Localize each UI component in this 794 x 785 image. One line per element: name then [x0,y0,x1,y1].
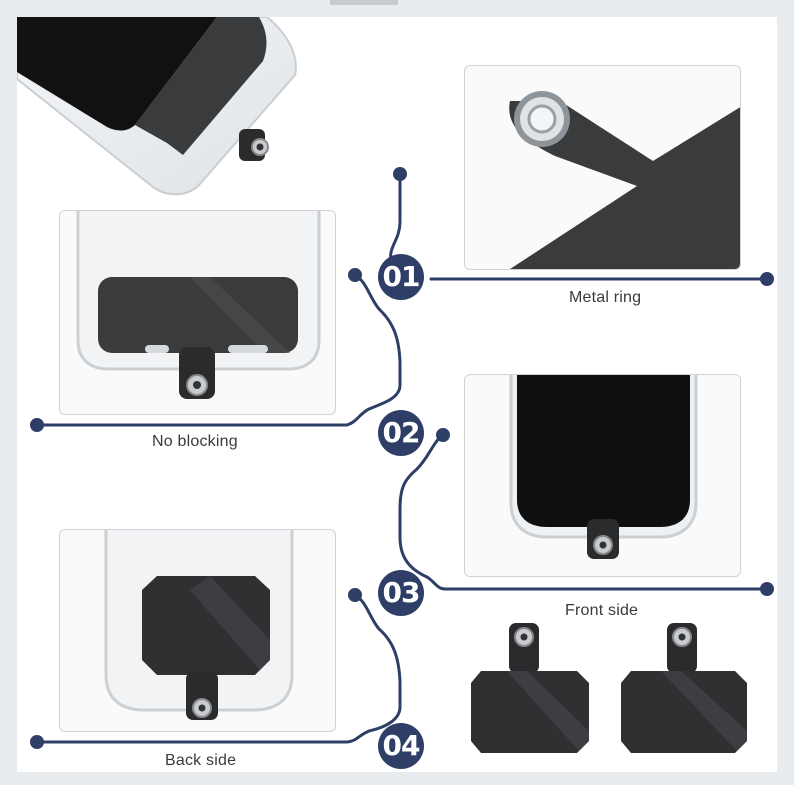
no-blocking-panel [59,210,336,415]
caption-metal-ring: Metal ring [569,289,642,306]
connector-lines [30,167,774,749]
patch-back-side-icon [104,530,294,720]
front-side-panel [464,374,741,577]
dot-top [393,167,407,181]
step-badge-03: 03 [378,570,424,616]
caption-back-side: Back side [165,752,237,769]
dot-left-04 [30,735,44,749]
dot-left-02 [30,418,44,432]
dot-right-02 [436,428,450,442]
step-badge-01: 01 [378,254,424,300]
clear-case-bottom-icon [76,211,321,399]
phone-in-clear-case-icon [17,17,297,196]
step-badge-04: 04 [378,723,424,769]
dot-right-03 [760,582,774,596]
step-badge-02: 02 [378,410,424,456]
caption-no-blocking: No blocking [152,433,238,450]
infographic: Metal ring No blocking Front side [17,17,777,772]
back-side-panel [59,529,336,732]
dot-left-01 [348,268,362,282]
phone-front-tether-icon [509,375,698,559]
dot-right-01 [760,272,774,286]
caption-front-side: Front side [565,602,639,619]
metal-ring-closeup-icon [509,91,740,269]
metal-ring-panel [464,65,741,270]
dot-left-03 [348,588,362,602]
frame-notch [330,0,398,5]
